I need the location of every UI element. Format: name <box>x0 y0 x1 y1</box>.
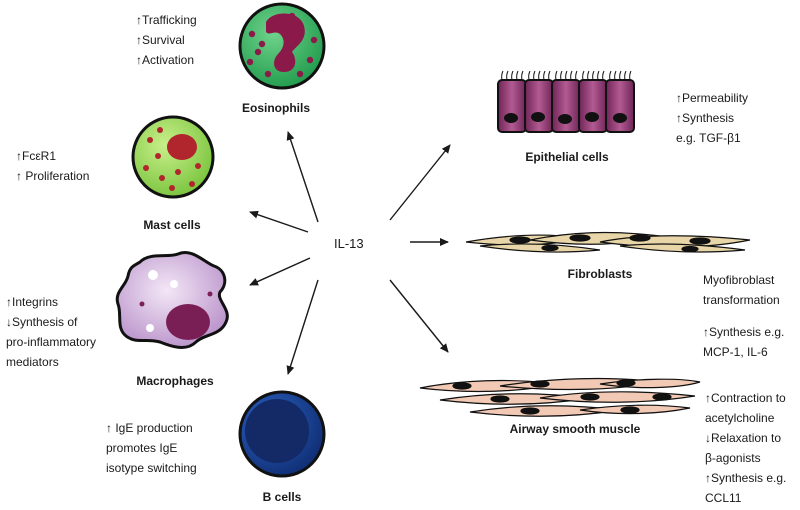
eosinophil-cell <box>238 2 326 90</box>
fibroblast-title: Fibroblasts <box>567 267 633 281</box>
arrow-to-mast-cells <box>249 210 309 233</box>
epithelial-effect-1: ↑Permeability <box>676 91 749 105</box>
smooth-muscle-effects: ↑Contraction to acetylcholine ↓Relaxatio… <box>705 388 786 508</box>
b-cell-title: B cells <box>262 490 302 504</box>
smooth-muscle-title: Airway smooth muscle <box>509 422 641 436</box>
arrow-to-b-cells <box>286 279 319 375</box>
epithelial-title: Epithelial cells <box>525 150 609 164</box>
fibroblast-effect-1: Myofibroblast <box>703 273 775 287</box>
b-cell-effect-2: promotes IgE <box>106 441 178 455</box>
mast-cell-effect-2: ↑ Proliferation <box>16 169 90 183</box>
smooth-muscle-cells <box>419 377 701 417</box>
fibroblast-effect-spacer <box>703 310 784 322</box>
smooth-muscle-effect-3: ↓Relaxation to <box>705 431 782 445</box>
arrows <box>249 131 451 375</box>
smooth-muscle-effect-6: CCL11 <box>705 491 742 505</box>
mast-cell-effects: ↑FcεR1 ↑ Proliferation <box>16 146 89 186</box>
epithelial-effect-3: e.g. TGF-β1 <box>676 131 741 145</box>
epithelial-cells <box>497 70 635 133</box>
smooth-muscle-effect-2: acetylcholine <box>705 411 775 425</box>
macrophage-effect-2: ↓Synthesis of <box>6 315 78 329</box>
arrow-to-smooth-muscle <box>389 279 449 353</box>
b-cell <box>238 390 326 478</box>
eosinophil-effects: ↑Trafficking ↑Survival ↑Activation <box>136 10 197 70</box>
eosinophil-effect-1: ↑Trafficking <box>136 13 197 27</box>
eosinophil-effect-2: ↑Survival <box>136 33 185 47</box>
epithelial-effect-2: ↑Synthesis <box>676 111 735 125</box>
smooth-muscle-effect-4: β-agonists <box>705 451 761 465</box>
macrophage-title: Macrophages <box>136 374 214 388</box>
mast-cell <box>131 115 215 199</box>
mast-cell-title: Mast cells <box>143 218 201 232</box>
arrow-to-epithelial <box>389 144 451 221</box>
il13-label: IL-13 <box>334 236 364 251</box>
macrophage-effect-4: mediators <box>6 355 59 369</box>
b-cell-effect-1: ↑ IgE production <box>106 421 193 435</box>
fibroblast-effect-4: MCP-1, IL-6 <box>703 345 768 359</box>
epithelial-effects: ↑Permeability ↑Synthesis e.g. TGF-β1 <box>676 88 748 148</box>
smooth-muscle-effect-1: ↑Contraction to <box>705 391 786 405</box>
macrophage-cell <box>115 251 229 349</box>
mast-cell-effect-1: ↑FcεR1 <box>16 149 57 163</box>
fibroblasts-cells <box>465 231 751 253</box>
b-cell-effects: ↑ IgE production promotes IgE isotype sw… <box>106 418 197 478</box>
macrophage-effect-3: pro-inflammatory <box>6 335 97 349</box>
smooth-muscle-effect-5: ↑Synthesis e.g. <box>705 471 787 485</box>
eosinophil-title: Eosinophils <box>241 101 311 115</box>
arrow-to-macrophages <box>249 257 311 286</box>
fibroblast-effect-3: ↑Synthesis e.g. <box>703 325 785 339</box>
b-cell-effect-3: isotype switching <box>106 461 197 475</box>
fibroblast-effects: Myofibroblast transformation ↑Synthesis … <box>703 270 784 362</box>
eosinophil-effect-3: ↑Activation <box>136 53 195 67</box>
arrow-to-eosinophils <box>286 131 319 223</box>
macrophage-effect-1: ↑Integrins <box>6 295 59 309</box>
macrophage-effects: ↑Integrins ↓Synthesis of pro-inflammator… <box>6 292 96 372</box>
fibroblast-effect-2: transformation <box>703 293 780 307</box>
